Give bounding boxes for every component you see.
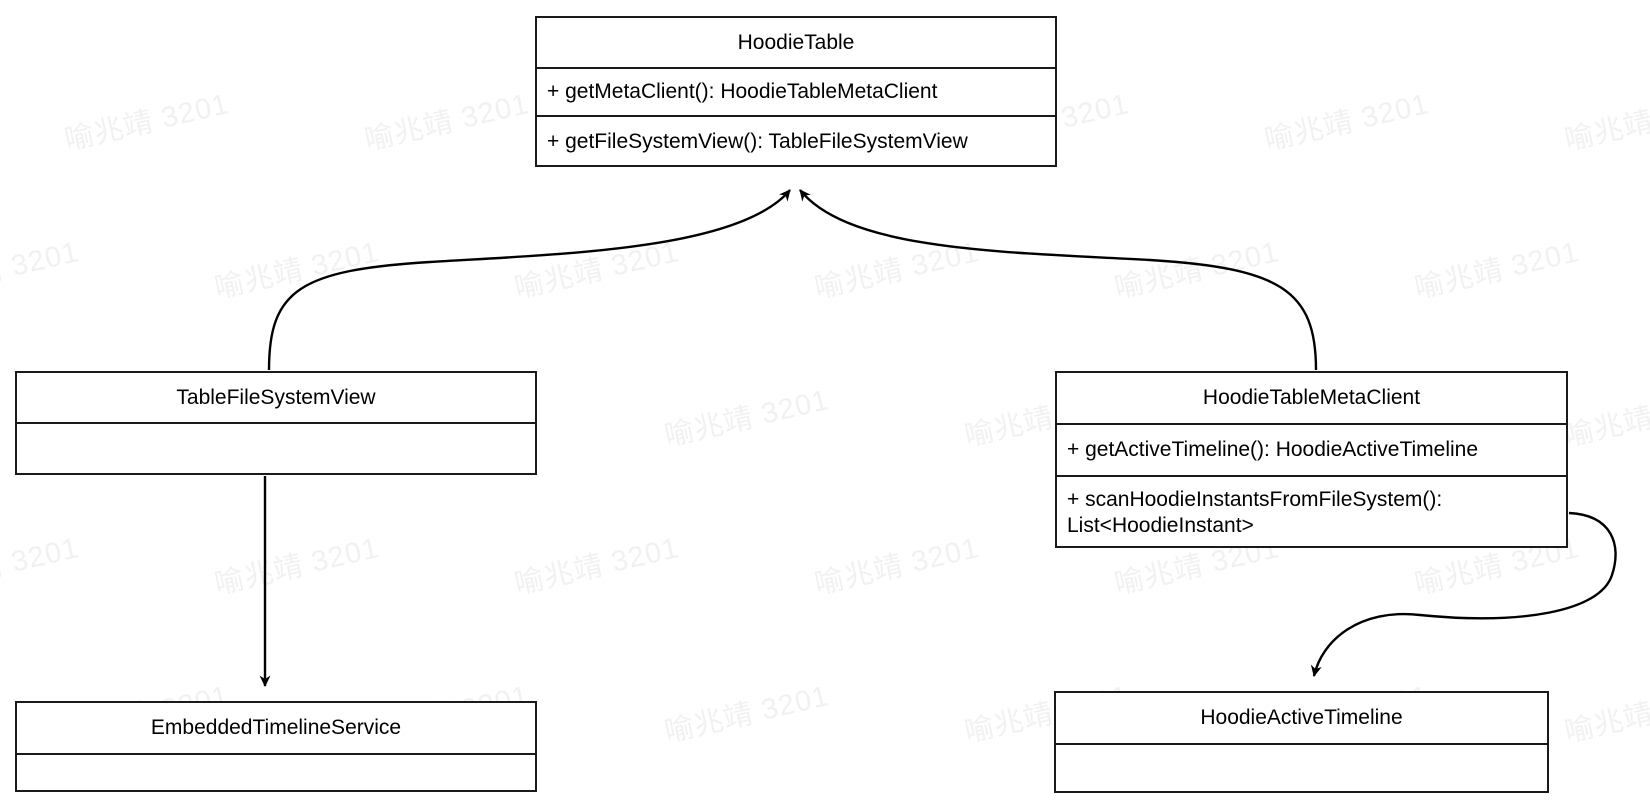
watermark-text: 喻兆靖 3201 (361, 88, 533, 157)
watermark-text: 喻兆靖 3201 (61, 88, 233, 157)
uml-class-table-file-system-view[interactable]: TableFileSystemView (15, 371, 537, 475)
edge-hoodietablemetaclient-to-hoodietable (799, 189, 1318, 371)
watermark-text: 喻兆靖 3201 (1561, 88, 1650, 157)
uml-class-name-hoodie-active-timeline: HoodieActiveTimeline (1056, 693, 1547, 745)
watermark-text: 喻兆靖 3201 (1561, 680, 1650, 749)
watermark-text: 喻兆靖 3201 (0, 532, 83, 601)
watermark-text: 喻兆靖 3201 (211, 532, 383, 601)
watermark-text: 喻兆靖 3201 (661, 384, 833, 453)
watermark-text: 喻兆靖 3201 (1561, 384, 1650, 453)
uml-member-hoodie-table-meta-client-0: + getActiveTimeline(): HoodieActiveTimel… (1057, 425, 1566, 477)
watermark-text: 喻兆靖 3201 (511, 236, 683, 305)
uml-class-hoodie-table[interactable]: HoodieTable+ getMetaClient(): HoodieTabl… (535, 16, 1057, 167)
watermark-text: 喻兆靖 3201 (811, 532, 983, 601)
uml-member-hoodie-table-meta-client-1: + scanHoodieInstantsFromFileSystem(): Li… (1067, 487, 1443, 537)
uml-class-name-hoodie-table-meta-client: HoodieTableMetaClient (1057, 373, 1566, 425)
edge-tablefilesystemview-to-hoodietable (267, 189, 791, 371)
watermark-text: 喻兆靖 3201 (0, 236, 83, 305)
uml-member-hoodie-table-1: + getFileSystemView(): TableFileSystemVi… (547, 130, 968, 154)
watermark-text: 喻兆靖 3201 (1261, 88, 1433, 157)
uml-class-embedded-timeline-service[interactable]: EmbeddedTimelineService (15, 701, 537, 792)
uml-member-hoodie-active-timeline-0 (1056, 745, 1547, 795)
watermark-text: 喻兆靖 3201 (211, 236, 383, 305)
watermark-text: 喻兆靖 3201 (811, 236, 983, 305)
uml-class-name-table-file-system-view: TableFileSystemView (17, 373, 535, 424)
uml-class-name-hoodie-table: HoodieTable (537, 18, 1055, 69)
watermark-text: 喻兆靖 3201 (1111, 236, 1283, 305)
watermark-text: 喻兆靖 3201 (1411, 236, 1583, 305)
watermark-text: 喻兆靖 3201 (511, 532, 683, 601)
uml-member-embedded-timeline-service-0 (17, 755, 535, 805)
uml-class-name-embedded-timeline-service: EmbeddedTimelineService (17, 703, 535, 755)
watermark-text: 喻兆靖 3201 (661, 680, 833, 749)
uml-class-hoodie-active-timeline[interactable]: HoodieActiveTimeline (1054, 691, 1549, 793)
uml-class-hoodie-table-meta-client[interactable]: HoodieTableMetaClient+ getActiveTimeline… (1055, 371, 1568, 548)
uml-member-hoodie-table-0: + getMetaClient(): HoodieTableMetaClient (537, 69, 1055, 117)
uml-member-table-file-system-view-0 (17, 424, 535, 475)
